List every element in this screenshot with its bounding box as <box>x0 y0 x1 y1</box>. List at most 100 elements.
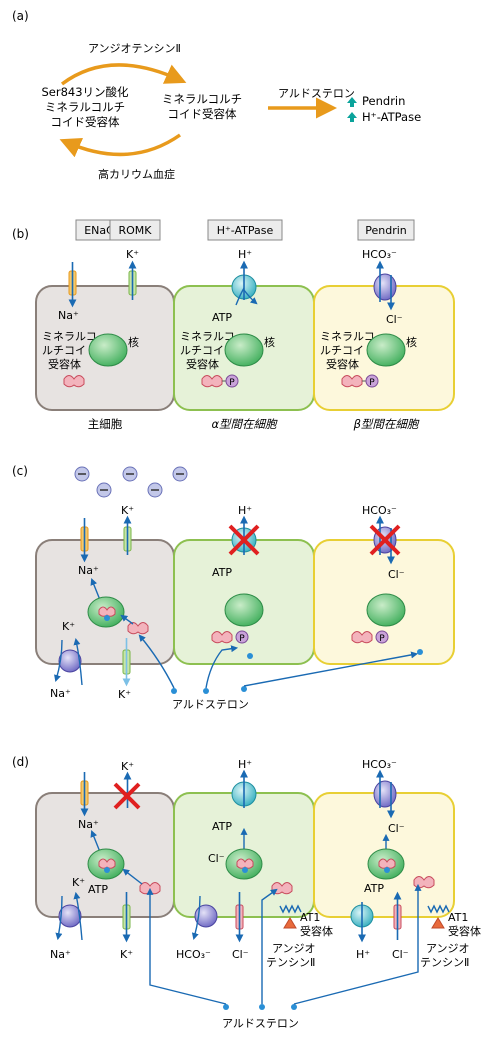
aldosterone-molecules <box>171 686 247 694</box>
panel-d-label: (d) <box>12 755 29 769</box>
receptor-icon <box>341 375 363 388</box>
pendrin-transporter <box>373 273 397 301</box>
svg-text:受容体: 受容体 <box>326 357 359 371</box>
nucleus <box>224 333 264 367</box>
arrow-label-angiotensin: アンジオテンシンⅡ <box>88 42 181 55</box>
cell-name-alpha: α型間在細胞 <box>211 417 278 431</box>
header-box-h-atpase: H⁺-ATPase <box>207 219 283 241</box>
atp-label: ATP <box>88 883 108 896</box>
atp-label: ATP <box>212 566 232 579</box>
up-arrow-icon <box>347 97 357 107</box>
left-node-line3: コイド受容体 <box>51 115 120 129</box>
blocked-x-icon <box>228 524 260 556</box>
receptor-icon <box>127 622 149 635</box>
at1-label: AT1 <box>300 911 320 924</box>
na-ion: Na⁺ <box>50 687 71 700</box>
nucleus-label: 核 <box>128 335 139 349</box>
atp-label: ATP <box>364 882 384 895</box>
k-ion: K⁺ <box>121 504 134 517</box>
at1-receptor-icon <box>427 904 450 929</box>
receptor-icon <box>236 858 254 869</box>
svg-text:受容体: 受容体 <box>186 357 219 371</box>
na-k-atpase <box>58 904 82 928</box>
left-node-line1: Ser843リン酸化 <box>41 85 129 99</box>
svg-text:P: P <box>239 634 245 644</box>
at1-label: AT1 <box>448 911 468 924</box>
atp-label: ATP <box>212 311 232 324</box>
svg-text:ミネラルコ: ミネラルコ <box>320 330 375 343</box>
na-ion: Na⁺ <box>50 948 71 961</box>
receptor-icon <box>378 858 396 869</box>
hco3-ion: HCO₃⁻ <box>362 758 397 771</box>
panel-b-label: (b) <box>12 227 29 241</box>
cl-ion: Cl⁻ <box>388 822 405 835</box>
h-ion: H⁺ <box>238 758 252 771</box>
at1-receptor-label: 受容体 <box>448 924 481 938</box>
k-ion: K⁺ <box>62 620 75 633</box>
hco3-ion: HCO₃⁻ <box>362 504 397 517</box>
aldosterone-molecules <box>223 1004 297 1010</box>
phosphate-icon <box>375 630 389 644</box>
nucleus-label: 核 <box>406 335 417 349</box>
up-arrow-icon <box>347 112 357 122</box>
nucleus <box>88 333 128 367</box>
na-k-atpase <box>58 649 82 673</box>
header-box-romk: ROMK <box>109 219 161 241</box>
effect-pendrin: Pendrin <box>362 94 405 108</box>
cell-name-principal: 主細胞 <box>88 417 123 431</box>
svg-text:ミネラルコ: ミネラルコ <box>180 330 235 343</box>
cl-ion: Cl⁻ <box>208 852 225 865</box>
effect-h-atpase: H⁺-ATPase <box>362 110 421 124</box>
panel-a-label: (a) <box>12 9 29 23</box>
cl-ion: Cl⁻ <box>392 948 409 961</box>
receptor-icon <box>98 606 116 617</box>
receptor-icon <box>98 858 116 869</box>
atp-label: ATP <box>212 820 232 833</box>
arrow-down-curve <box>59 133 182 158</box>
angiotensin-label-2: テンシンⅡ <box>266 956 315 969</box>
svg-text:P: P <box>369 378 375 388</box>
nucleus-label: 核 <box>264 335 275 349</box>
angiotensin-label: アンジオ <box>272 942 316 955</box>
svg-text:ROMK: ROMK <box>118 224 152 237</box>
k-ion: K⁺ <box>120 948 133 961</box>
k-ion: K⁺ <box>121 760 134 773</box>
nucleus <box>366 593 406 627</box>
svg-text:ENaC: ENaC <box>84 224 114 237</box>
h-ion: H⁺ <box>238 248 252 261</box>
svg-text:H⁺-ATPase: H⁺-ATPase <box>217 224 274 237</box>
at1-receptor-label: 受容体 <box>300 924 333 938</box>
k-ion: K⁺ <box>126 248 139 261</box>
na-ion: Na⁺ <box>58 309 79 322</box>
aldosterone-label-c: アルドステロン <box>172 698 249 711</box>
angiotensin-label: アンジオ <box>426 942 470 955</box>
blocked-x-icon <box>113 782 141 810</box>
at1-receptor-icon <box>279 904 302 929</box>
svg-text:Pendrin: Pendrin <box>365 224 407 237</box>
receptor-icon <box>351 631 373 644</box>
hco3-ion: HCO₃⁻ <box>176 948 211 961</box>
angiotensin-label-2: テンシンⅡ <box>420 956 469 969</box>
left-node-line2: ミネラルコルチ <box>45 100 125 114</box>
panel-c-label: (c) <box>12 464 28 478</box>
svg-text:ルチコイド: ルチコイド <box>320 344 375 357</box>
receptor-icon <box>201 375 223 388</box>
phosphate-icon <box>365 374 379 388</box>
svg-text:ミネラルコ: ミネラルコ <box>42 330 97 343</box>
na-ion: Na⁺ <box>78 818 99 831</box>
svg-text:P: P <box>379 634 385 644</box>
arrow-label-hyperkalemia: 高カリウム血症 <box>98 167 175 181</box>
hco3-ion: HCO₃⁻ <box>362 248 397 261</box>
aldosterone-label-a: アルドステロン <box>278 87 355 100</box>
phosphate-icon <box>225 374 239 388</box>
k-ion: K⁺ <box>118 688 131 701</box>
aldosterone-label-d: アルドステロン <box>222 1017 299 1030</box>
svg-text:P: P <box>229 378 235 388</box>
anion-exchanger <box>194 904 218 928</box>
arrow-up-curve <box>60 63 187 86</box>
na-ion: Na⁺ <box>78 564 99 577</box>
h-ion: H⁺ <box>356 948 370 961</box>
nucleus <box>224 593 264 627</box>
phosphate-icon <box>235 630 249 644</box>
